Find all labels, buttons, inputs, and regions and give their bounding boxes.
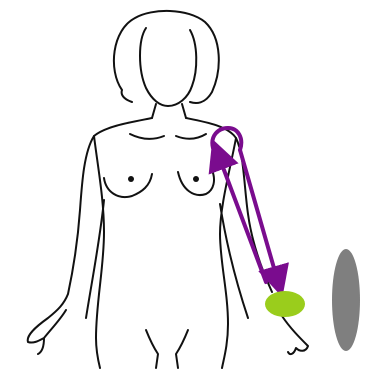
inner-arm-lines — [86, 200, 248, 318]
collarbone-lines — [130, 134, 206, 139]
torso-outline — [94, 136, 236, 368]
face-outline — [140, 28, 196, 106]
left-arm-outline — [28, 118, 152, 354]
right-nipple — [193, 176, 199, 182]
body-outline — [28, 11, 308, 368]
wrist-marker — [265, 291, 305, 317]
side-gray-ellipse — [332, 249, 360, 351]
hair-outline — [114, 11, 219, 103]
hip-outline — [146, 330, 188, 368]
chest-outline — [104, 170, 214, 197]
left-nipple — [128, 176, 134, 182]
